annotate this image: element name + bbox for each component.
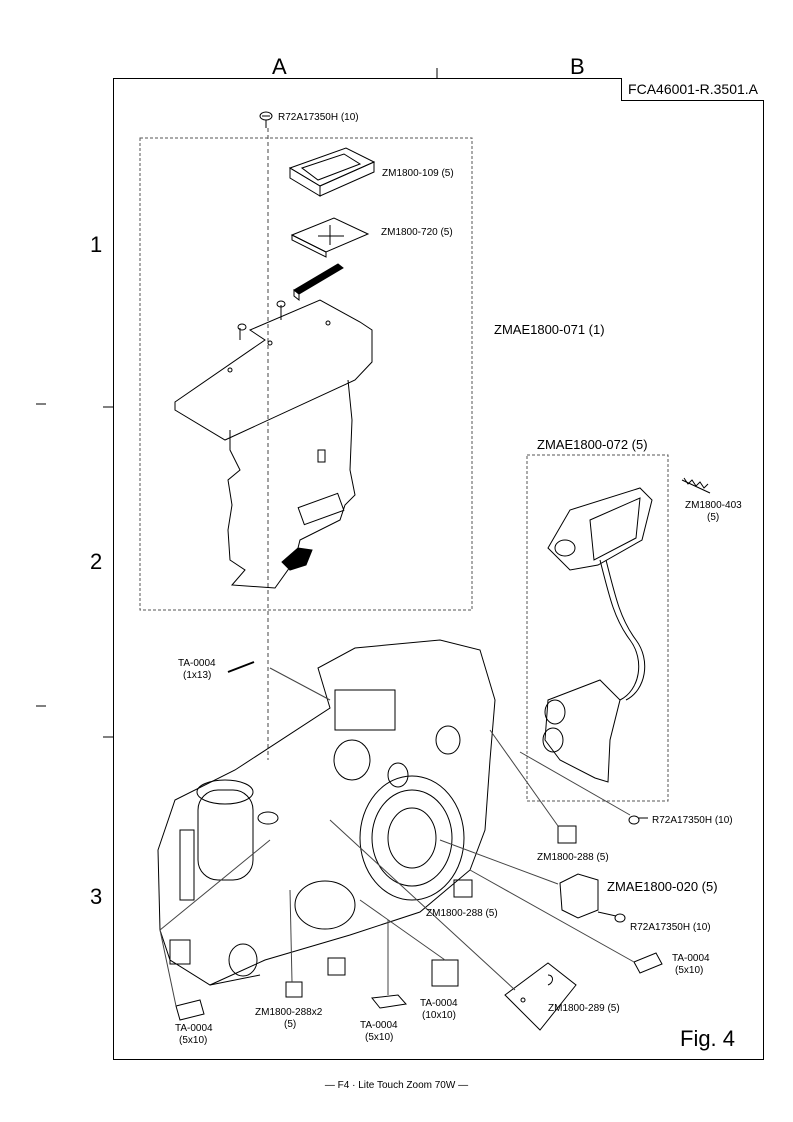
label-zmae1800-072: ZMAE1800-072 (5) (537, 437, 648, 452)
label-ta-5x10-center: TA-0004 (360, 1020, 398, 1031)
label-ta-1x13: TA-0004 (178, 658, 216, 669)
label-ta-5x10-center-qty: (5x10) (365, 1032, 394, 1043)
label-zmae1800-071: ZMAE1800-071 (1) (494, 322, 605, 337)
label-ta-5x10-left-qty: (5x10) (179, 1035, 208, 1046)
label-zm1800-403-qty: (5) (707, 512, 720, 523)
screw-right-leader (519, 751, 631, 816)
label-zm1800-289: ZM1800-289 (5) (548, 1003, 620, 1014)
tape-zm288-mid (453, 879, 473, 898)
label-zm1800-288-right: ZM1800-288 (5) (537, 852, 609, 863)
sheet-zm289 (504, 962, 577, 1031)
tape-zm288x2 (285, 981, 303, 998)
flash-unit-part (542, 487, 653, 783)
label-ta-1x13-qty: (1x13) (183, 670, 212, 681)
plate-zmae020 (559, 873, 599, 919)
screw-right-icon (628, 815, 648, 825)
tape-5x10-center (371, 994, 407, 1009)
label-ta-10x10: TA-0004 (420, 998, 458, 1009)
tape-5x10-left (175, 999, 205, 1021)
connector-strip (293, 263, 344, 302)
label-zm1800-403: ZM1800-403 (685, 500, 742, 511)
label-zmae1800-020: ZMAE1800-020 (5) (607, 879, 718, 894)
label-screw-bottom: R72A17350H (10) (630, 922, 711, 933)
screw-bottom-icon (597, 911, 626, 923)
main-board-part (174, 299, 373, 589)
page-footer: — F4 · Lite Touch Zoom 70W — (324, 1080, 469, 1091)
label-zm1800-288x2-qty: (5) (284, 1019, 297, 1030)
label-zm1800-720: ZM1800-720 (5) (381, 227, 453, 238)
filter-part (290, 217, 370, 258)
flash-assembly-box (526, 454, 669, 802)
column-label-b: B (570, 54, 585, 79)
screw-top-icon (259, 111, 273, 128)
row-label-3: 3 (90, 884, 103, 909)
label-zm1800-288-mid: ZM1800-288 (5) (426, 908, 498, 919)
label-screw-right: R72A17350H (10) (652, 815, 733, 826)
label-ta-5x10-right-qty: (5x10) (675, 965, 704, 976)
tape-10x10 (431, 959, 459, 987)
label-screw-top: R72A17350H (10) (278, 112, 359, 123)
tape-small-center (327, 957, 346, 976)
figure-label: Fig. 4 (680, 1026, 736, 1051)
label-zm1800-109: ZM1800-109 (5) (382, 168, 454, 179)
row-label-1: 1 (90, 232, 103, 257)
board-assembly-box (139, 137, 473, 611)
label-ta-5x10-right: TA-0004 (672, 953, 710, 964)
tape-zm288-right (557, 825, 577, 844)
row-label-2: 2 (90, 549, 103, 574)
diagram-frame (113, 78, 764, 1060)
label-zm1800-288x2: ZM1800-288x2 (255, 1007, 323, 1018)
document-id: FCA46001-R.3501.A (621, 78, 764, 101)
label-ta-5x10-left: TA-0004 (175, 1023, 213, 1034)
tape-1x13 (227, 661, 255, 673)
camera-body-part (157, 639, 496, 986)
label-ta-10x10-qty: (10x10) (422, 1010, 456, 1021)
spring-icon (681, 477, 711, 494)
lens-frame-part (288, 147, 376, 197)
column-label-a: A (272, 54, 287, 79)
tape-5x10-right (633, 952, 663, 974)
